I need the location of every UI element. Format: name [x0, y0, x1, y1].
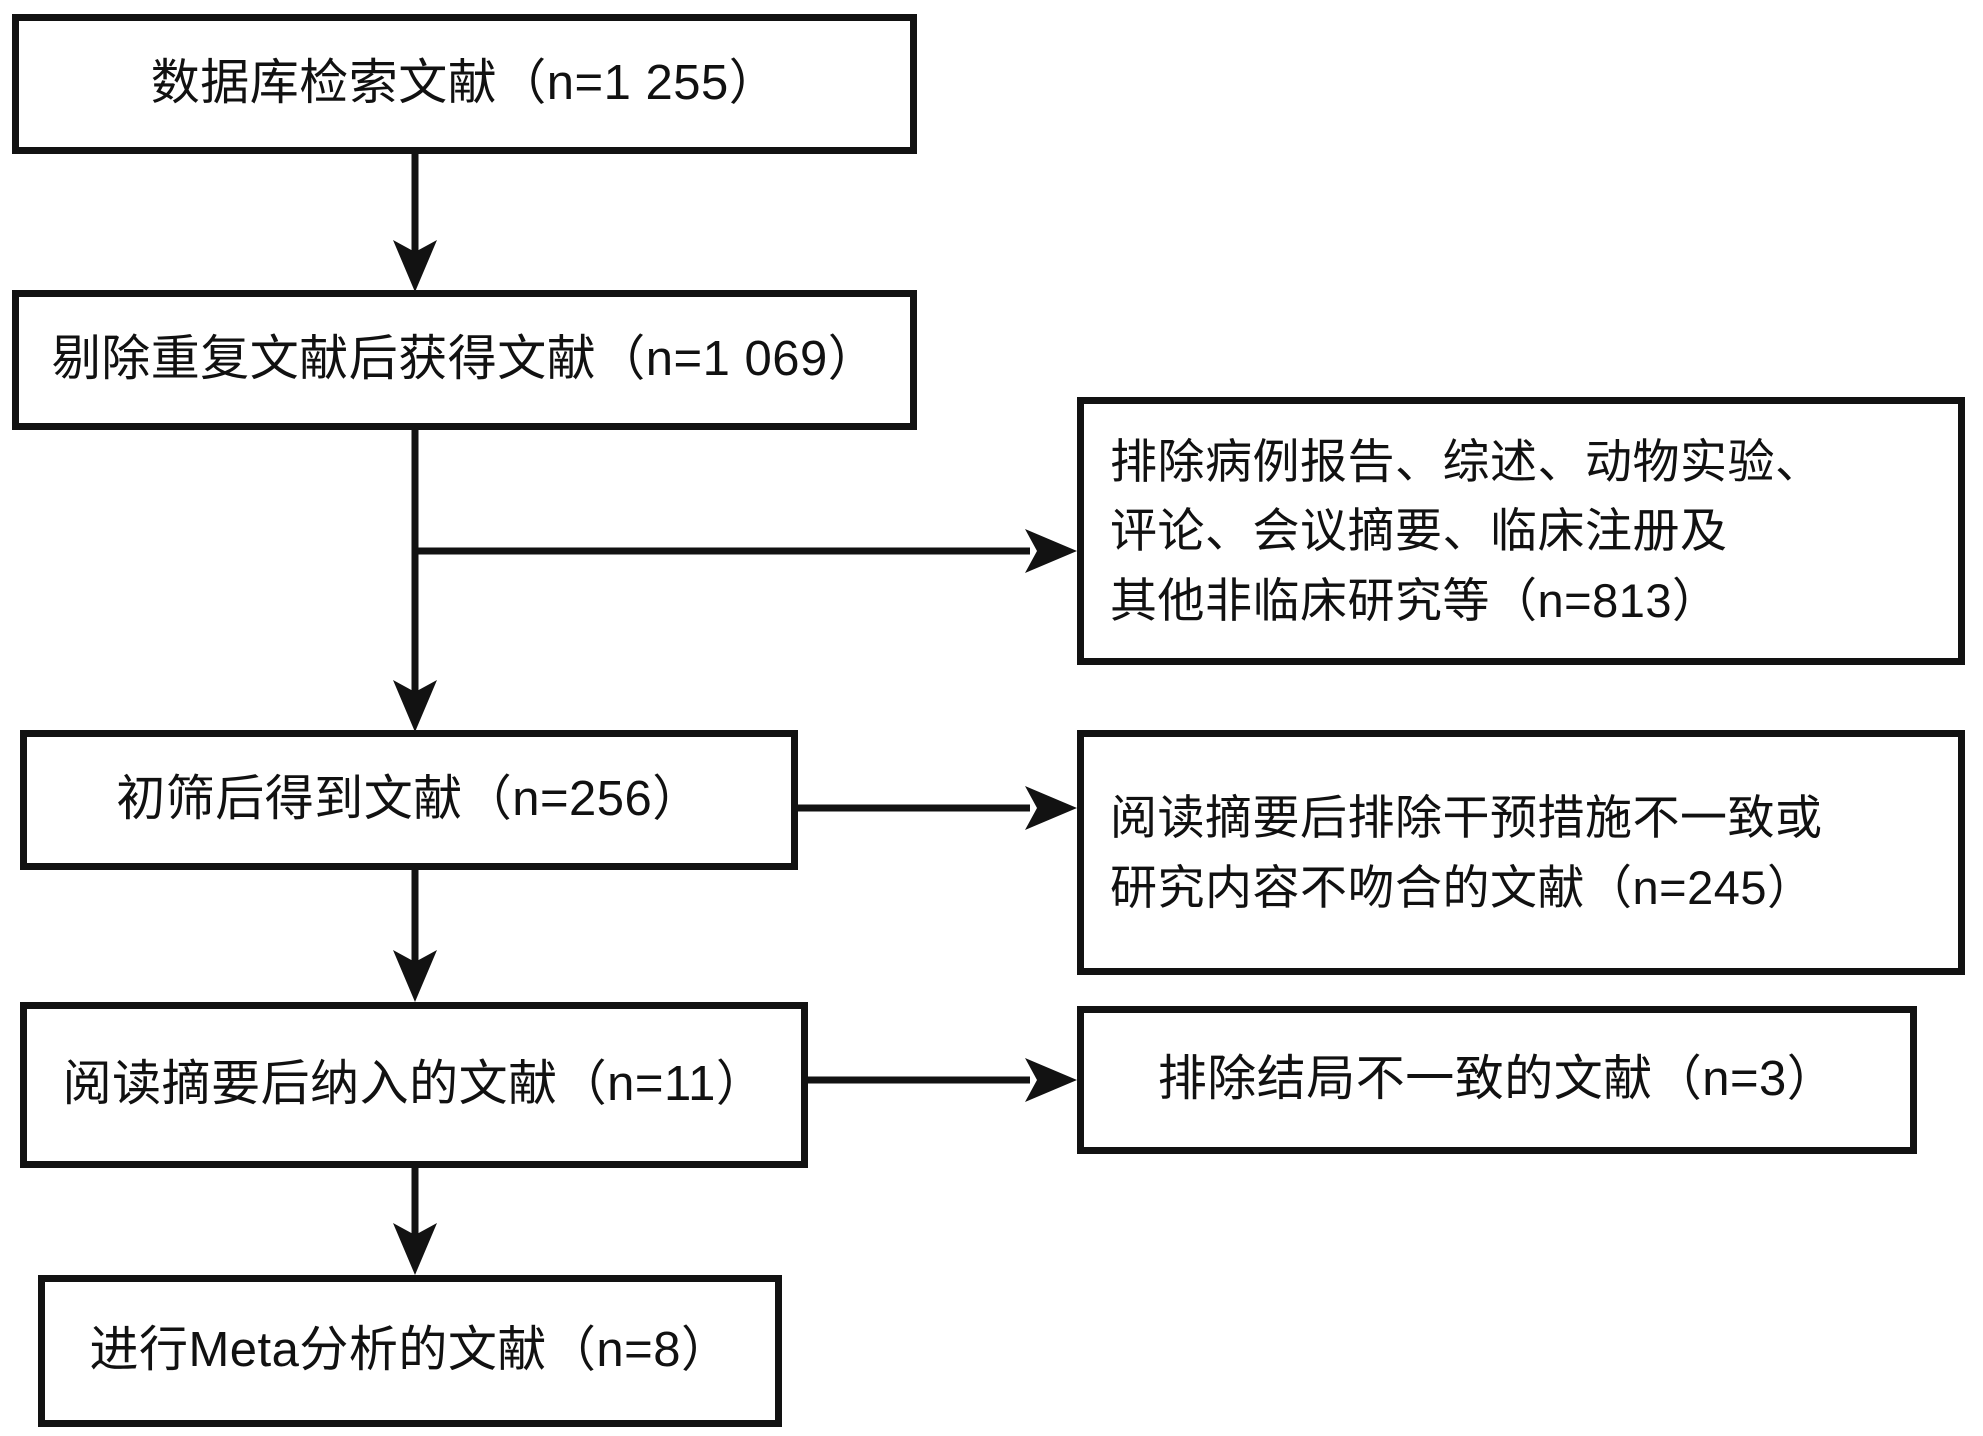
- node-included-in-meta-analysis-label: 进行Meta分析的文献（n=8）: [89, 1323, 731, 1378]
- node-excluded-outcome-mismatch-label: 排除结局不一致的文献（n=3）: [1157, 1052, 1837, 1107]
- node-excluded-non-clinical-label: 排除病例报告、综述、动物实验、 评论、会议摘要、临床注册及 其他非临床研究等（n…: [1110, 435, 1823, 627]
- node-excluded-intervention-or-content-mismatch-label: 阅读摘要后排除干预措施不一致或 研究内容不吻合的文献（n=245）: [1110, 791, 1823, 914]
- edge-dedup-to-screen: [393, 430, 437, 732]
- node-database-search-label: 数据库检索文献（n=1 255）: [150, 56, 779, 111]
- node-after-deduplication[interactable]: 剔除重复文献后获得文献（n=1 069）: [12, 290, 917, 430]
- node-excluded-intervention-or-content-mismatch[interactable]: 阅读摘要后排除干预措施不一致或 研究内容不吻合的文献（n=245）: [1077, 730, 1965, 975]
- node-excluded-non-clinical[interactable]: 排除病例报告、综述、动物实验、 评论、会议摘要、临床注册及 其他非临床研究等（n…: [1077, 397, 1965, 665]
- edge-screen-to-exclusion-2: [798, 786, 1077, 830]
- node-database-search[interactable]: 数据库检索文献（n=1 255）: [12, 14, 917, 154]
- edge-abstract-to-exclusion-3: [808, 1058, 1077, 1102]
- node-included-after-abstract-reading-label: 阅读摘要后纳入的文献（n=11）: [62, 1057, 766, 1112]
- node-included-in-meta-analysis[interactable]: 进行Meta分析的文献（n=8）: [38, 1275, 782, 1427]
- edge-search-to-dedup: [393, 154, 437, 292]
- node-after-initial-screening[interactable]: 初筛后得到文献（n=256）: [20, 730, 798, 870]
- node-after-deduplication-label: 剔除重复文献后获得文献（n=1 069）: [51, 332, 878, 387]
- node-included-after-abstract-reading[interactable]: 阅读摘要后纳入的文献（n=11）: [20, 1002, 808, 1168]
- edge-screen-to-abstract: [393, 870, 437, 1002]
- node-after-initial-screening-label: 初筛后得到文献（n=256）: [116, 772, 702, 827]
- edge-dedup-to-exclusion-1: [415, 529, 1077, 573]
- node-excluded-outcome-mismatch[interactable]: 排除结局不一致的文献（n=3）: [1077, 1006, 1917, 1154]
- edge-abstract-to-meta: [393, 1168, 437, 1275]
